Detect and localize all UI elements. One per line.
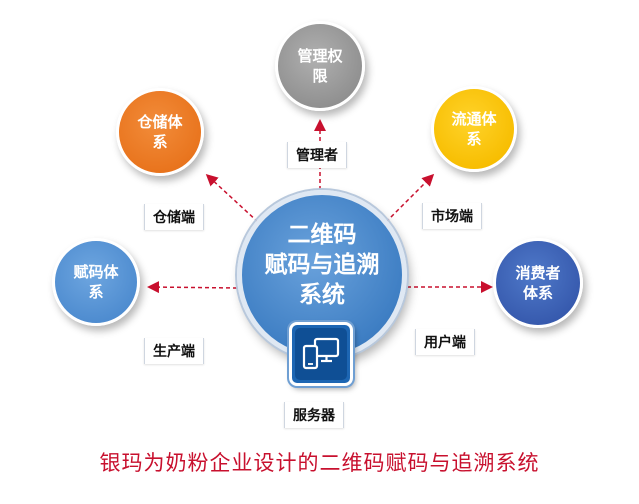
node-storage-label: 仓储体 系 [137, 112, 183, 151]
label-user-end: 用户端 [415, 329, 475, 355]
node-circulation: 流通体 系 [431, 86, 517, 172]
center-title: 二维码 赋码与追溯 系统 [264, 222, 380, 308]
label-production-end: 生产端 [144, 338, 204, 364]
node-coding: 赋码体 系 [52, 238, 140, 326]
label-market-end: 市场端 [422, 203, 482, 229]
server-devices-icon [302, 337, 340, 370]
arrow-to-circulation [385, 173, 435, 223]
label-server: 服务器 [284, 402, 344, 428]
arrow-to-storage [205, 173, 259, 223]
node-coding-label: 赋码体 系 [73, 262, 119, 301]
node-center-system: 二维码 赋码与追溯 系统 [237, 190, 407, 360]
node-storage: 仓储体 系 [116, 88, 204, 176]
node-circulation-label: 流通体 系 [451, 109, 497, 148]
server-box [289, 322, 353, 386]
label-warehouse-end: 仓储端 [144, 204, 204, 230]
node-consumer: 消费者 体系 [493, 238, 583, 328]
diagram-caption: 银玛为奶粉企业设计的二维码赋码与追溯系统 [99, 451, 540, 475]
node-permission-label: 管理权 限 [297, 46, 343, 85]
node-consumer-label: 消费者 体系 [515, 263, 561, 302]
server-box-inner [295, 328, 347, 380]
node-permission: 管理权 限 [275, 21, 365, 111]
arrow-to-coding [147, 281, 238, 294]
label-manager: 管理者 [287, 142, 347, 168]
